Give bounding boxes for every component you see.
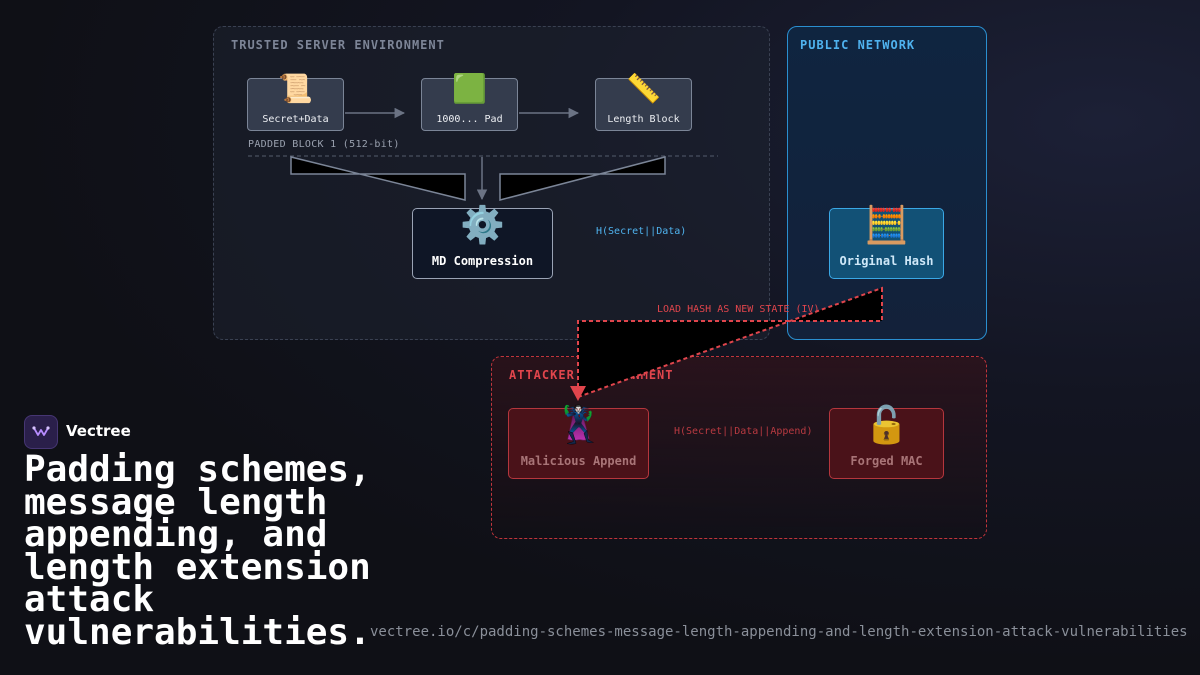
- brand-name: Vectree: [66, 422, 131, 440]
- md-compression-node: ⚙️ MD Compression: [412, 205, 553, 279]
- malicious-append-label: Malicious Append: [520, 454, 637, 468]
- merge-left-connector: [290, 156, 466, 201]
- source-url[interactable]: vectree.io/c/padding-schemes-message-len…: [370, 624, 1188, 640]
- malicious-append-node: 🦹 Malicious Append: [508, 405, 649, 479]
- padded-block-label: PADDED BLOCK 1 (512-bit): [248, 139, 400, 150]
- forged-mac-label: Forged MAC: [850, 454, 923, 468]
- length-label: Length Block: [607, 114, 680, 125]
- headline: Padding schemes, message length appendin…: [24, 449, 371, 653]
- original-hash-node: 🧮 Original Hash: [829, 205, 944, 279]
- load-hash-arrowhead: [570, 386, 586, 401]
- md-compression-label: MD Compression: [431, 254, 534, 268]
- ruler-icon: 📏: [626, 72, 661, 105]
- trusted-zone-title: TRUSTED SERVER ENVIRONMENT: [231, 38, 445, 52]
- scroll-icon: 📜: [278, 72, 313, 105]
- forged-mac-node: 🔓 Forged MAC: [829, 405, 944, 479]
- merge-right-connector: [499, 156, 666, 201]
- secret-data-block: 📜 Secret+Data: [247, 73, 344, 131]
- public-zone-title: PUBLIC NETWORK: [800, 38, 916, 52]
- vectree-logo: [24, 415, 58, 449]
- padding-block: 🟩 1000... Pad: [421, 73, 518, 131]
- length-block: 📏 Length Block: [595, 73, 692, 131]
- vectree-logo-icon: [32, 426, 50, 436]
- secret-data-label: Secret+Data: [262, 114, 329, 125]
- unlocked-padlock-icon: 🔓: [864, 405, 909, 446]
- abacus-icon: 🧮: [864, 205, 909, 246]
- load-hash-connector: [577, 286, 883, 399]
- villain-icon: 🦹: [556, 405, 601, 446]
- append-edge-label: H(Secret||Data||Append): [674, 426, 813, 437]
- green-square-icon: 🟩: [452, 72, 487, 105]
- padding-label: 1000... Pad: [436, 114, 503, 125]
- original-hash-label: Original Hash: [839, 254, 934, 268]
- load-hash-edge-label: LOAD HASH AS NEW STATE (IV): [657, 304, 820, 315]
- hash-edge-label: H(Secret||Data): [596, 226, 687, 237]
- public-network-zone: PUBLIC NETWORK: [787, 26, 987, 340]
- gear-icon: ⚙️: [460, 205, 505, 246]
